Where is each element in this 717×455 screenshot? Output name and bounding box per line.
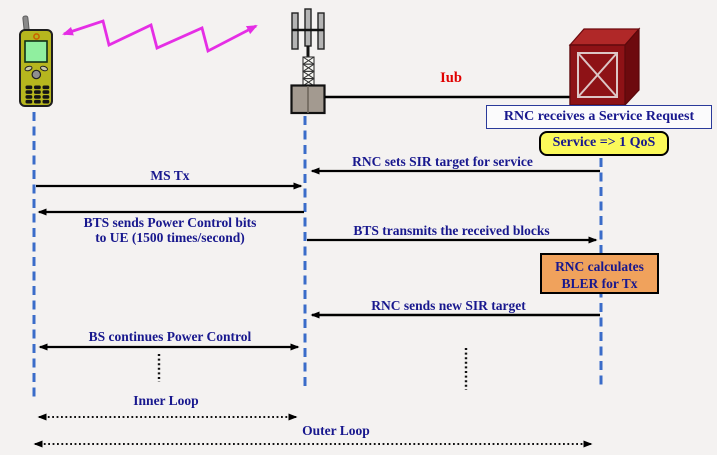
rnc-node-icon	[568, 27, 641, 107]
msg-ms-tx-label: MS Tx	[150, 168, 190, 183]
note-service-qos: Service => 1 QoS	[539, 131, 669, 156]
msg-bts-transmits-label: BTS transmits the received blocks	[353, 223, 550, 238]
mobile-phone-icon	[19, 15, 53, 107]
msg-bts-power-bits-label: BTS sends Power Control bits to UE (1500…	[83, 215, 257, 245]
iub-label: Iub	[440, 70, 462, 86]
radio-link-zigzag-icon	[62, 19, 258, 54]
note-rnc-calculates-bler: RNC calculates BLER for Tx	[540, 253, 659, 294]
msg-rnc-sends-sir-label: RNC sends new SIR target	[371, 298, 526, 313]
inner-loop-label: Inner Loop	[133, 393, 199, 408]
outer-loop-label: Outer Loop	[302, 423, 370, 438]
note-rnc-receives-request: RNC receives a Service Request	[486, 105, 712, 129]
bts-antenna-icon	[290, 8, 326, 115]
msg-bs-continues-label: BS continues Power Control	[88, 329, 252, 344]
msg-rnc-sets-sir-label: RNC sets SIR target for service	[352, 154, 533, 169]
